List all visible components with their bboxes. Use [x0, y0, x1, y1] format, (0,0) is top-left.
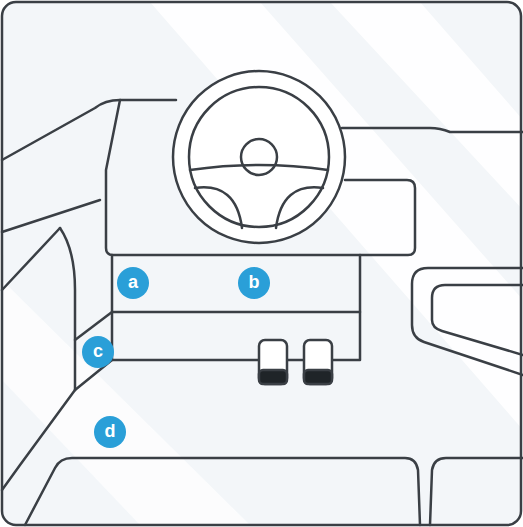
- callout-letter: c: [82, 336, 114, 368]
- callout-letter: d: [94, 416, 126, 448]
- callout-letter: a: [117, 267, 149, 299]
- callout-letter: b: [238, 267, 270, 299]
